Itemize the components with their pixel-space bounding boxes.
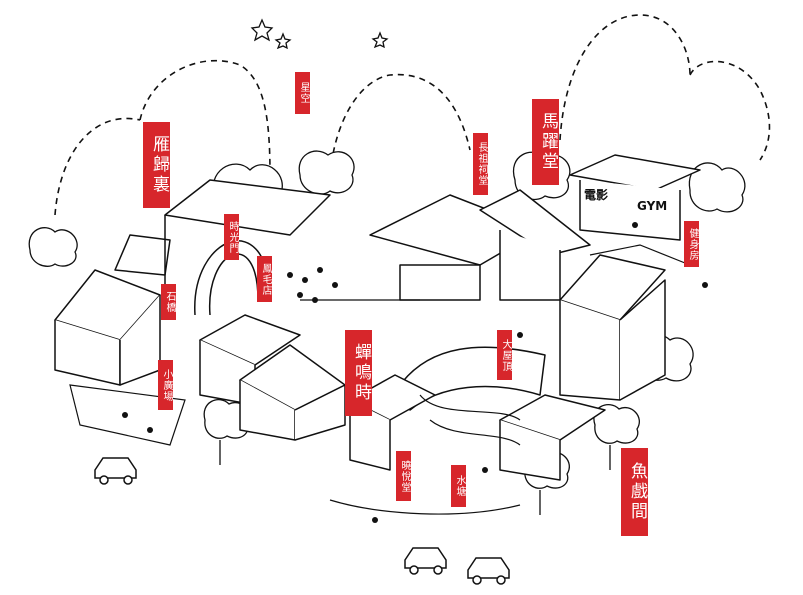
label-yu-xi-jian[interactable]: 魚戲間	[621, 448, 648, 536]
label-chan-ming-shi[interactable]: 蟬鳴時	[345, 330, 372, 416]
label-jian-shen-fang[interactable]: 健身房	[684, 221, 699, 267]
star-icons	[250, 18, 389, 50]
people	[122, 222, 708, 523]
label-da-wu-ding[interactable]: 大屋頂	[497, 330, 512, 380]
label-xiao-yuan-tang[interactable]: 曉悅堂	[396, 451, 411, 501]
gym-sign: GYM	[637, 199, 668, 213]
label-xing-kong[interactable]: 星空	[295, 72, 310, 114]
cinema-sign: 電影	[584, 188, 609, 202]
ground-lines	[69, 244, 691, 515]
car-left	[94, 457, 137, 479]
buildings	[54, 154, 701, 481]
car-front	[404, 547, 447, 569]
label-shi-guang-men[interactable]: 時光門	[224, 214, 239, 260]
label-zhang-zu-ci-tang[interactable]: 長祖祠堂	[473, 133, 488, 195]
label-xiao-guang-chang[interactable]: 小廣場	[158, 360, 173, 410]
label-yan-gui-li[interactable]: 雁歸裏	[143, 122, 170, 208]
label-shi-qiao[interactable]: 石橋	[161, 284, 176, 320]
label-shui-tang[interactable]: 水塘	[451, 465, 466, 507]
cars	[94, 457, 510, 585]
dashed-mountains	[54, 14, 771, 216]
car-right	[467, 557, 510, 579]
label-feng-mao-dian[interactable]: 鳳毛店	[257, 256, 272, 302]
label-ma-yao-tang[interactable]: 馬躍堂	[532, 99, 559, 185]
